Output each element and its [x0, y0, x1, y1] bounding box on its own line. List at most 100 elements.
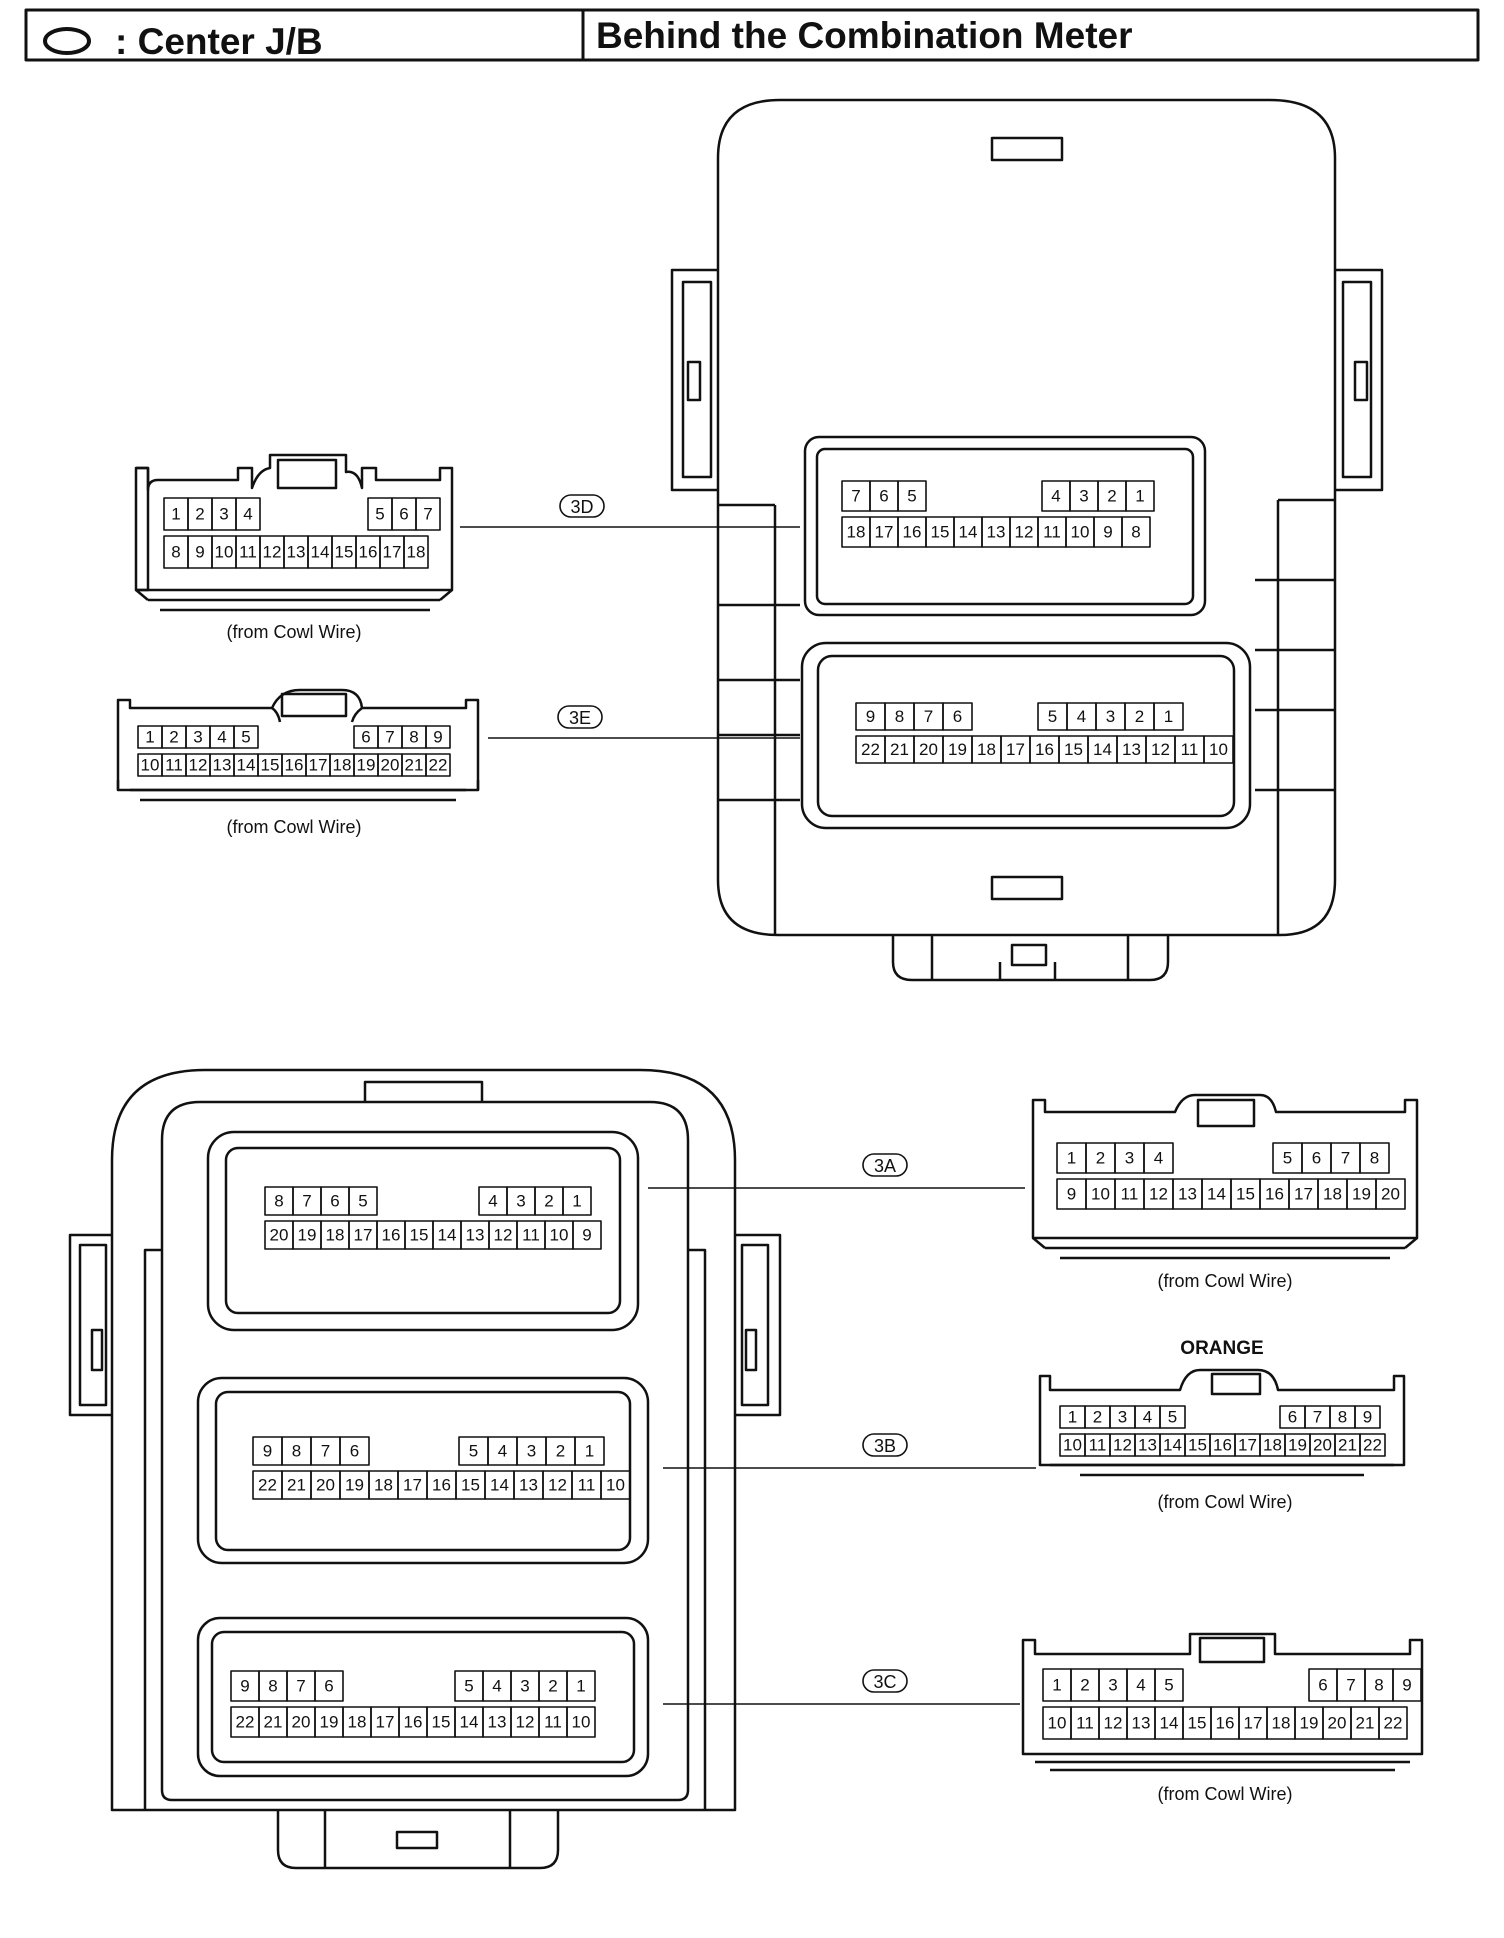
pin-number: 2 — [1093, 1408, 1102, 1427]
jb-socket-3E-housing — [800, 641, 1252, 830]
pin-number: 17 — [1244, 1714, 1263, 1733]
pin-number: 10 — [1063, 1436, 1082, 1455]
pin-number: 9 — [240, 1677, 249, 1696]
pin-number: 15 — [1188, 1436, 1207, 1455]
pin-number: 4 — [243, 505, 252, 524]
connector-id-3E-label: 3E — [557, 705, 603, 729]
pin-number: 3 — [1108, 1676, 1117, 1695]
pin-number: 7 — [385, 728, 394, 747]
pin-number: 10 — [572, 1713, 591, 1732]
pin-number: 19 — [298, 1226, 317, 1245]
pin-number: 4 — [1077, 707, 1086, 726]
color-label-3B: ORANGE — [1180, 1338, 1263, 1359]
pin-number: 5 — [375, 505, 384, 524]
pin-number: 7 — [1346, 1676, 1355, 1695]
pin-number: 10 — [1048, 1714, 1067, 1733]
pin-cell — [235, 497, 261, 531]
pin-number: 4 — [1136, 1676, 1145, 1695]
pin-number: 3 — [1106, 707, 1115, 726]
pin-number: 8 — [292, 1442, 301, 1461]
pin-number: 1 — [171, 505, 180, 524]
pin-number: 18 — [1323, 1185, 1342, 1204]
pin-number: 6 — [1318, 1676, 1327, 1695]
pin-number: 3 — [1118, 1408, 1127, 1427]
pin-number: 8 — [1374, 1676, 1383, 1695]
pin-number: 4 — [492, 1677, 501, 1696]
pin-number: 9 — [1067, 1185, 1076, 1204]
pin-number: 11 — [1043, 523, 1061, 542]
pin-number: 12 — [1113, 1436, 1132, 1455]
pin-number: 3 — [1125, 1149, 1134, 1168]
pin-number: 6 — [1288, 1408, 1297, 1427]
pin-number: 17 — [875, 523, 894, 542]
pin-cell — [566, 1706, 596, 1738]
harness-connector-3E — [116, 688, 480, 802]
pin-number: 17 — [376, 1713, 395, 1732]
svg-text:3E: 3E — [569, 708, 591, 728]
pin-number: 8 — [409, 728, 418, 747]
pin-number: 16 — [903, 523, 922, 542]
pin-number: 3 — [1079, 487, 1088, 506]
pin-number: 6 — [324, 1677, 333, 1696]
pin-number: 13 — [287, 543, 306, 562]
pin-number: 6 — [350, 1442, 359, 1461]
pin-cell — [403, 535, 429, 569]
pin-number: 14 — [460, 1713, 479, 1732]
pin-number: 5 — [1048, 707, 1057, 726]
harness-connector-3A — [1031, 1093, 1419, 1260]
pin-number: 11 — [578, 1476, 596, 1495]
pin-number: 4 — [488, 1192, 497, 1211]
pin-number: 16 — [1216, 1714, 1235, 1733]
pin-cell — [1125, 480, 1155, 512]
pin-number: 8 — [1370, 1149, 1379, 1168]
pin-number: 10 — [1209, 740, 1228, 759]
pin-number: 6 — [879, 487, 888, 506]
pin-number: 13 — [1178, 1185, 1197, 1204]
pin-number: 12 — [1149, 1185, 1168, 1204]
pin-number: 20 — [381, 756, 400, 775]
pin-number: 19 — [1300, 1714, 1319, 1733]
pin-number: 4 — [217, 728, 226, 747]
pin-cell — [415, 497, 441, 531]
pin-number: 18 — [407, 543, 426, 562]
pin-number: 22 — [1363, 1436, 1382, 1455]
pin-number: 13 — [1132, 1714, 1151, 1733]
jb-symbol-icon — [43, 27, 91, 55]
connector-id-3C-label: 3C — [862, 1669, 908, 1693]
pin-number: 17 — [1238, 1436, 1257, 1455]
svg-text:3A: 3A — [874, 1156, 896, 1176]
jb-socket-3A-housing — [206, 1130, 640, 1332]
pin-number: 9 — [866, 707, 875, 726]
pin-number: 11 — [1089, 1436, 1107, 1455]
pin-number: 7 — [321, 1442, 330, 1461]
pin-number: 19 — [1288, 1436, 1307, 1455]
pin-number: 14 — [490, 1476, 509, 1495]
pin-number: 18 — [1272, 1714, 1291, 1733]
svg-text:3C: 3C — [873, 1672, 896, 1692]
pin-number: 2 — [195, 505, 204, 524]
pin-number: 2 — [544, 1192, 553, 1211]
pin-number: 19 — [357, 756, 376, 775]
pin-number: 12 — [516, 1713, 535, 1732]
jb-socket-3B-housing — [196, 1376, 650, 1565]
pin-number: 1 — [1068, 1408, 1077, 1427]
pin-number: 8 — [171, 543, 180, 562]
pin-number: 21 — [1356, 1714, 1375, 1733]
pin-number: 3 — [219, 505, 228, 524]
pin-cell — [566, 1670, 596, 1702]
pin-number: 15 — [931, 523, 950, 542]
leader-lines — [460, 526, 1036, 1705]
pin-number: 11 — [544, 1713, 562, 1732]
pin-cell — [1143, 1142, 1174, 1174]
pin-number: 2 — [1096, 1149, 1105, 1168]
pin-cell — [1203, 735, 1234, 764]
header-bar — [24, 8, 1480, 62]
pin-number: 18 — [847, 523, 866, 542]
pin-number: 7 — [423, 505, 432, 524]
pin-cell — [1354, 1405, 1381, 1429]
